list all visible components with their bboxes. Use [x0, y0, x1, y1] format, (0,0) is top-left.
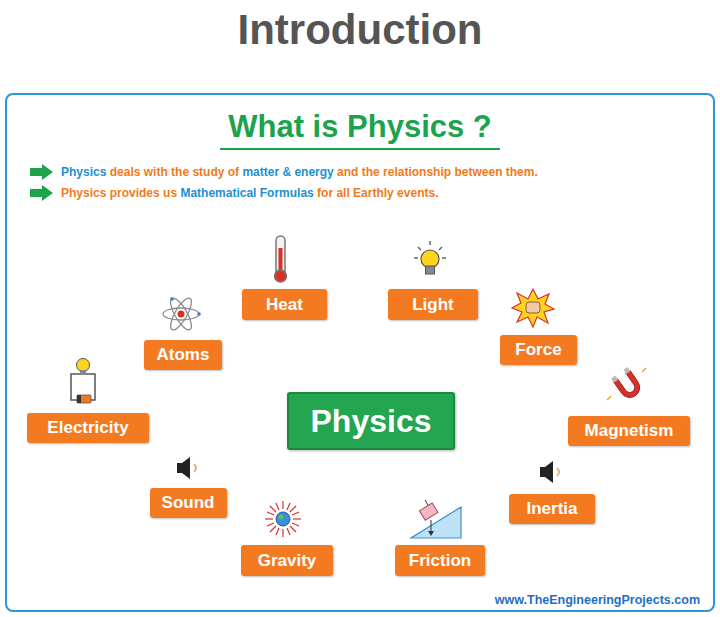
thermometer-icon	[275, 236, 287, 282]
topic-text: Friction	[409, 551, 471, 571]
topic-text: Heat	[266, 295, 303, 315]
topic-box: Electricity	[27, 413, 149, 443]
text-run: www.TheEngineeringProjects.com	[495, 593, 700, 607]
magnet-icon	[611, 367, 643, 401]
topic-box: Heat	[242, 289, 327, 320]
topic-text: Force	[515, 340, 561, 360]
panel-heading: What is Physics ?	[220, 109, 500, 150]
bullet-arrow	[30, 185, 53, 201]
text-run: for all Earthly events.	[314, 186, 439, 200]
bullet-text: Physics deals with the study of matter &…	[61, 165, 538, 179]
panel-heading-row: What is Physics ?	[7, 109, 713, 150]
topic-text: Inertia	[526, 499, 577, 519]
central-topic-text: Physics	[311, 403, 432, 440]
speaker-icon	[540, 461, 559, 483]
incline-icon	[411, 500, 461, 538]
bulb-icon	[414, 241, 446, 274]
topic-box: Atoms	[144, 340, 222, 370]
text-run: Physics provides us	[61, 186, 180, 200]
topic-text: Electricity	[47, 418, 128, 438]
text-run: and the relationship between them.	[334, 165, 538, 179]
gravity-icon	[265, 501, 301, 537]
text-run: deals with the study of	[106, 165, 242, 179]
speaker-icon	[177, 457, 196, 479]
circuit-icon	[71, 359, 95, 404]
topic-box: Gravity	[241, 545, 333, 576]
topic-text: Gravity	[258, 551, 317, 571]
text-run: matter & energy	[242, 165, 333, 179]
topic-text: Sound	[162, 493, 215, 513]
topic-box: Force	[500, 335, 577, 365]
topic-text: Light	[412, 295, 454, 315]
topic-box: Inertia	[509, 494, 595, 524]
page-title: Introduction	[0, 6, 720, 54]
topic-box: Sound	[150, 488, 227, 518]
topic-box: Light	[388, 289, 478, 320]
text-run: Physics	[61, 165, 106, 179]
watermark: www.TheEngineeringProjects.com	[495, 593, 700, 607]
topic-text: Magnetism	[585, 421, 674, 441]
topic-text: Atoms	[157, 345, 210, 365]
bullet-arrow	[30, 164, 53, 180]
text-run: Mathematical Formulas	[180, 186, 313, 200]
topic-box: Friction	[395, 545, 485, 576]
bullet-text: Physics provides us Mathematical Formula…	[61, 186, 438, 200]
topic-box: Magnetism	[568, 416, 690, 446]
atom-icon	[163, 295, 201, 332]
force-icon	[512, 289, 554, 327]
central-topic-box: Physics	[287, 392, 455, 450]
